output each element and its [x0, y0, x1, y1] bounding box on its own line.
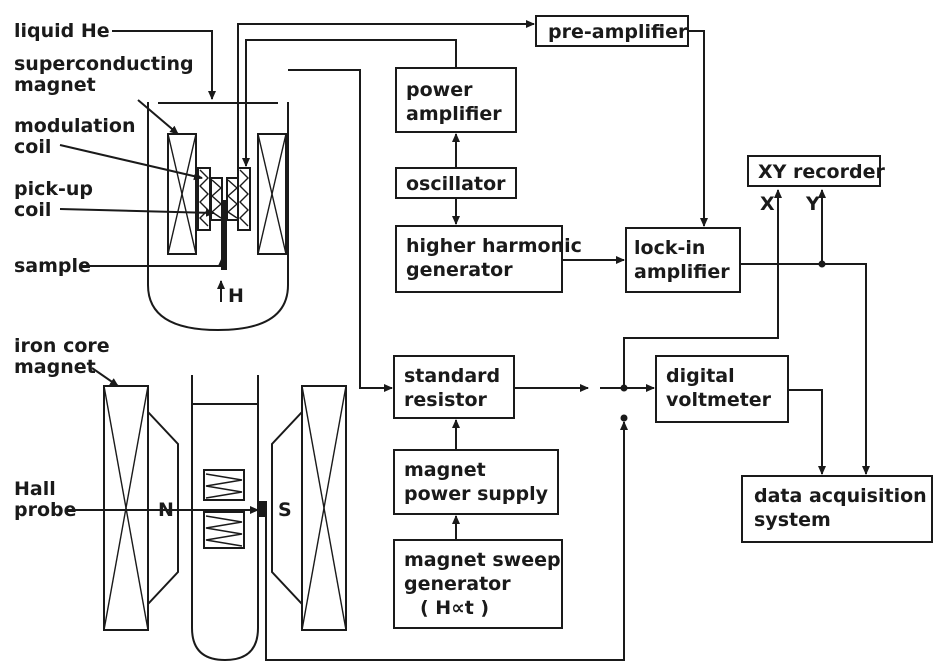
svg-text:magnet power supply: magnet power supply: [404, 459, 549, 505]
pick-up-coil: [210, 177, 239, 221]
magnet-power-supply-line-2: power supply: [404, 483, 549, 505]
superconducting-magnet-left-coil: [167, 133, 197, 255]
digital-voltmeter-line-2: voltmeter: [666, 389, 772, 411]
cryostat-dewar: [147, 102, 289, 332]
standard-resistor-line-2: resistor: [404, 389, 488, 411]
magnet-power-supply-box: magnet power supply: [393, 449, 559, 515]
pole-s-label: S: [278, 499, 292, 521]
higher-harmonic-generator-box: higher harmonic generator: [395, 225, 589, 293]
x-input-label: X: [760, 193, 775, 215]
pick-up-coil-label-line-1: pick-up: [14, 178, 93, 200]
wire-hall-probe-to-node: [265, 421, 628, 661]
oscillator-box: oscillator: [395, 167, 517, 199]
modulation-coil-label-line-1: modulation: [14, 115, 136, 137]
field-h-label: H: [228, 285, 244, 307]
modulation-coil-label-line-2: coil: [14, 136, 51, 158]
lock-in-amplifier-box: lock-in amplifier: [625, 227, 741, 293]
digital-voltmeter-box: digital voltmeter: [655, 355, 789, 423]
hall-probe-element: [258, 501, 267, 517]
power-amplifier-line-2: amplifier: [406, 103, 502, 125]
svg-text:higher harmonic generato: higher harmonic generator: [406, 235, 589, 281]
modulation-coil-label: modulation coil: [14, 115, 142, 158]
liquid-he-label: liquid He: [14, 20, 110, 42]
wire-preamp-to-lockin: [688, 30, 708, 227]
standard-resistor-line-1: standard: [404, 365, 500, 387]
magnet-sweep-generator-line-3: ( H∝t ): [420, 597, 489, 619]
pick-up-coil-leader: [59, 208, 215, 217]
modulation-coil-leader: [59, 144, 203, 181]
svg-text:power amplifier: power amplifier: [406, 79, 502, 125]
iron-core-left-coil: [103, 385, 149, 631]
pick-up-coil-label: pick-up coil: [14, 178, 100, 221]
sample-tube: [191, 375, 259, 662]
superconducting-magnet-leader: [137, 99, 179, 135]
tube-coil-lower: [203, 511, 245, 549]
higher-harmonic-generator-line-2: generator: [406, 259, 513, 281]
magnet-sweep-generator-box: magnet sweep generator ( H∝t ): [393, 539, 567, 629]
hall-probe-label-line-2: probe: [14, 499, 77, 521]
svg-text:data acquisition system: data acquisition system: [754, 485, 933, 531]
liquid-he-leader: [112, 30, 216, 100]
superconducting-magnet-label: superconducting magnet: [14, 53, 200, 96]
standard-resistor-box: standard resistor: [393, 355, 515, 419]
sample-rod: [221, 200, 227, 270]
superconducting-magnet-label-line-1: superconducting: [14, 53, 194, 75]
wire-resistor-node-to-x-input: [623, 189, 782, 388]
superconducting-magnet-label-line-2: magnet: [14, 74, 96, 96]
power-amplifier-box: power amplifier: [395, 67, 517, 133]
data-acquisition-system-line-2: system: [754, 509, 831, 531]
hall-probe-label-line-1: Hall: [14, 478, 56, 500]
pole-piece-s: [271, 409, 303, 607]
junction-resistor-node: [620, 384, 628, 392]
svg-text:standard resistor: standard resistor: [404, 365, 507, 411]
wire-poweramp-to-modcoil: [242, 39, 457, 167]
sample-label: sample: [14, 255, 91, 277]
pick-up-coil-label-line-2: coil: [14, 199, 51, 221]
magnet-sweep-generator-line-1: magnet sweep: [404, 549, 561, 571]
iron-core-magnet-label-line-1: iron core: [14, 335, 110, 357]
data-acquisition-system-box: data acquisition system: [741, 475, 933, 543]
power-amplifier-line-1: power: [406, 79, 473, 101]
data-acquisition-system-line-1: data acquisition: [754, 485, 927, 507]
magnet-power-supply-line-1: magnet: [404, 459, 486, 481]
magnet-sweep-generator-line-2: generator: [404, 573, 511, 595]
hall-probe-label: Hall probe: [14, 478, 77, 521]
svg-text:lock-in amplifier: lock-in amplifier: [634, 237, 730, 283]
superconducting-magnet-right-coil: [257, 133, 287, 255]
xy-recorder-box: XY recorder: [747, 155, 885, 187]
y-input-label: Y: [805, 193, 820, 215]
wire-lockin-output: [740, 263, 870, 475]
lock-in-amplifier-line-1: lock-in: [634, 237, 705, 259]
svg-text:magnet sweep generator: magnet sweep generator ( H∝t ): [404, 549, 567, 619]
svg-text:digital voltmeter: digital voltmeter: [666, 365, 772, 411]
iron-core-magnet-label-line-2: magnet: [14, 356, 96, 378]
pre-amplifier-box: pre-amplifier: [535, 15, 689, 47]
lock-in-amplifier-line-2: amplifier: [634, 261, 730, 283]
sample-leader: [82, 257, 226, 267]
digital-voltmeter-line-1: digital: [666, 365, 735, 387]
iron-core-magnet-leader: [91, 367, 119, 387]
pole-piece-n: [147, 409, 179, 607]
svg-text:XY recorder: XY recorder: [758, 161, 885, 183]
wire-magnet-to-resistor: [288, 69, 393, 392]
junction-hall-node: [620, 414, 628, 422]
iron-core-magnet-label: iron core magnet: [14, 335, 116, 378]
higher-harmonic-generator-line-1: higher harmonic: [406, 235, 582, 257]
wire-dvm-to-daq: [788, 389, 826, 475]
iron-core-right-coil: [301, 385, 347, 631]
svg-text:pre-amplifier: pre-amplifier: [548, 21, 688, 43]
svg-text:oscillator: oscillator: [406, 173, 506, 195]
tube-coil-upper: [203, 469, 245, 501]
wire-pickup-to-preamp: [237, 20, 535, 168]
